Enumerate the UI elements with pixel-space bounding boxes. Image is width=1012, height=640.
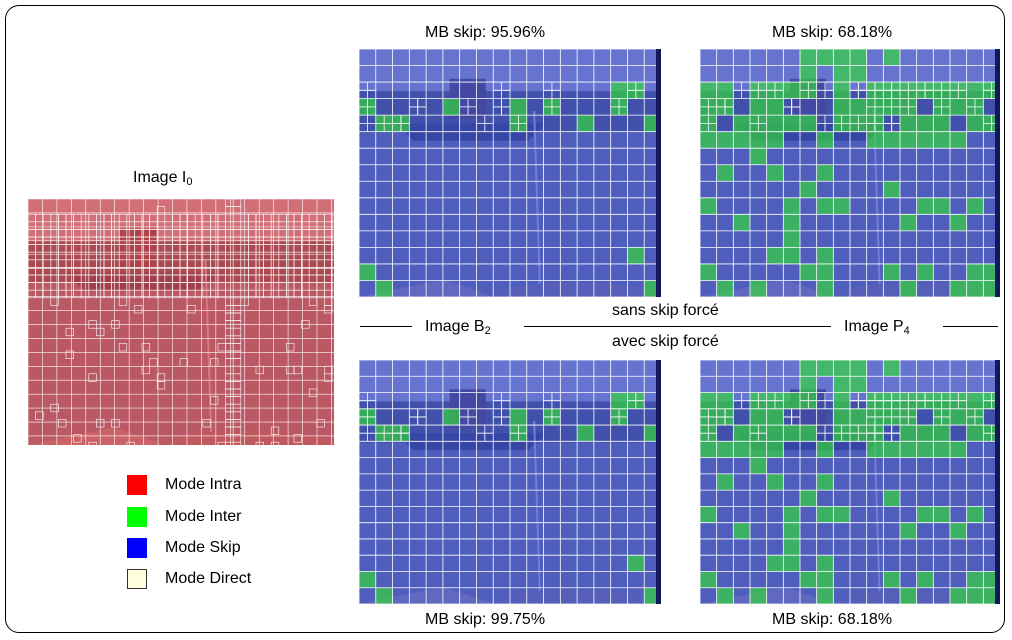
image-b2-label: Image B2: [425, 318, 491, 337]
separator-line-left: [360, 326, 412, 327]
p4-avec-skip-stat: MB skip: 68.18%: [772, 611, 893, 628]
p4-avec-skip-map: [700, 360, 1000, 604]
macroblock-map-svg: [359, 49, 661, 297]
legend-label-direct: Mode Direct: [165, 570, 252, 587]
image-i0-intra-map: [28, 199, 334, 445]
macroblock-map-svg: [28, 199, 334, 445]
legend-label-inter: Mode Inter: [165, 508, 242, 525]
macroblock-map-svg: [700, 360, 1000, 604]
b2-sans-skip-map: [359, 49, 661, 297]
legend-label-intra: Mode Intra: [165, 476, 242, 493]
p4-sans-skip-stat: MB skip: 68.18%: [772, 24, 893, 41]
sans-skip-force-label: sans skip forcé: [608, 302, 723, 320]
direct-swatch: [127, 569, 147, 589]
p4-sans-skip-map: [700, 49, 1000, 297]
macroblock-map-svg: [700, 49, 1000, 297]
intra-swatch: [127, 475, 147, 495]
avec-skip-force-label: avec skip forcé: [608, 333, 723, 351]
separator-line-middle: [524, 326, 831, 327]
macroblock-map-svg: [359, 360, 661, 604]
image-i0-title: Image I0: [133, 169, 193, 188]
image-p4-label: Image P4: [844, 318, 910, 337]
separator-line-right: [943, 326, 998, 327]
b2-sans-skip-stat: MB skip: 95.96%: [425, 24, 546, 41]
inter-swatch: [127, 507, 147, 527]
b2-avec-skip-stat: MB skip: 99.75%: [425, 611, 546, 628]
skip-swatch: [127, 538, 147, 558]
b2-avec-skip-map: [359, 360, 661, 604]
figure-frame: [5, 5, 1005, 633]
legend-label-skip: Mode Skip: [165, 539, 241, 556]
